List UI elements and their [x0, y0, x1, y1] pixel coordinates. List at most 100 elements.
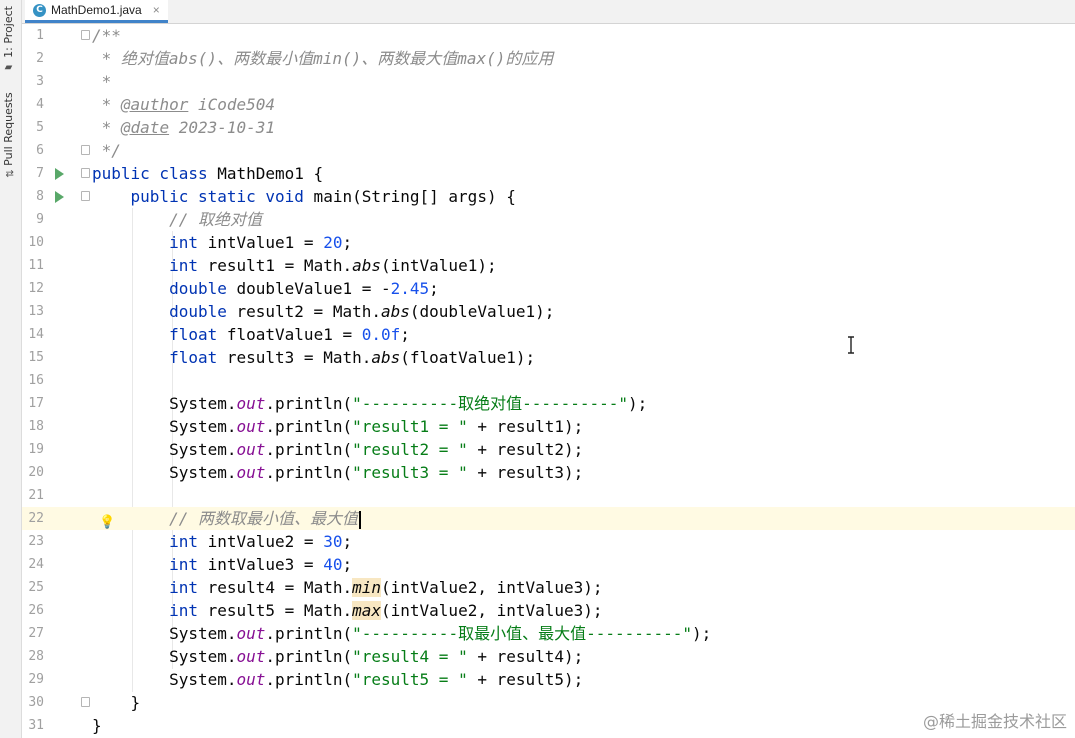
line-number[interactable]: 8	[36, 189, 44, 204]
line-number[interactable]: 28	[28, 649, 44, 664]
line-number[interactable]: 11	[28, 258, 44, 273]
code-token: @date	[120, 118, 170, 137]
code-text: System.out.println("result4 = " + result…	[92, 645, 583, 668]
code-line[interactable]: 29 System.out.println("result5 = " + res…	[22, 668, 1075, 691]
line-number[interactable]: 5	[36, 120, 44, 135]
code-line[interactable]: 6 */	[22, 139, 1075, 162]
tool-window-strip: ▰ 1: Project ⇅ Pull Requests	[0, 0, 22, 738]
code-line[interactable]: 5 * @date 2023-10-31	[22, 116, 1075, 139]
code-line[interactable]: 8 public static void main(String[] args)…	[22, 185, 1075, 208]
line-number[interactable]: 18	[28, 419, 44, 434]
fold-marker-icon[interactable]	[81, 191, 90, 201]
code-line[interactable]: 15 float result3 = Math.abs(floatValue1)…	[22, 346, 1075, 369]
code-token: "result4 = "	[352, 647, 468, 666]
code-line[interactable]: 24 int intValue3 = 40;	[22, 553, 1075, 576]
code-line[interactable]: 3 *	[22, 70, 1075, 93]
code-line[interactable]: 21	[22, 484, 1075, 507]
code-text: }	[92, 714, 102, 737]
tab-mathdemo1[interactable]: C MathDemo1.java ×	[25, 0, 168, 23]
intention-bulb-icon[interactable]: 💡	[99, 514, 116, 529]
run-gutter-icon[interactable]	[55, 191, 64, 203]
code-token: out	[236, 463, 266, 482]
code-line[interactable]: 17 System.out.println("----------取绝对值---…	[22, 392, 1075, 415]
code-line[interactable]: 16	[22, 369, 1075, 392]
code-token: + result2);	[467, 440, 584, 459]
line-number[interactable]: 30	[28, 695, 44, 710]
code-token: );	[628, 394, 648, 413]
code-line[interactable]: 10 int intValue1 = 20;	[22, 231, 1075, 254]
code-line[interactable]: 22💡 // 两数取最小值、最大值	[22, 507, 1075, 530]
code-line[interactable]: 26 int result5 = Math.max(intValue2, int…	[22, 599, 1075, 622]
code-line[interactable]: 25 int result4 = Math.min(intValue2, int…	[22, 576, 1075, 599]
line-number[interactable]: 13	[28, 304, 44, 319]
line-number[interactable]: 20	[28, 465, 44, 480]
code-token: "result1 = "	[352, 417, 468, 436]
code-line[interactable]: 2 * 绝对值abs()、两数最小值min()、两数最大值max()的应用	[22, 47, 1075, 70]
fold-marker-icon[interactable]	[81, 145, 90, 155]
run-gutter-icon[interactable]	[55, 168, 64, 180]
line-number[interactable]: 21	[28, 488, 44, 503]
code-line[interactable]: 23 int intValue2 = 30;	[22, 530, 1075, 553]
code-token: .println(	[265, 624, 353, 643]
line-number[interactable]: 24	[28, 557, 44, 572]
line-number[interactable]: 14	[28, 327, 44, 342]
line-number[interactable]: 1	[36, 28, 44, 43]
code-text: double result2 = Math.abs(doubleValue1);	[92, 300, 554, 323]
code-token: "result2 = "	[352, 440, 468, 459]
line-number[interactable]: 31	[28, 718, 44, 733]
code-token: @author	[120, 95, 189, 114]
line-number[interactable]: 2	[36, 51, 44, 66]
line-number[interactable]: 4	[36, 97, 44, 112]
code-token: }	[92, 716, 102, 735]
code-text: int result1 = Math.abs(intValue1);	[92, 254, 497, 277]
code-line[interactable]: 31}	[22, 714, 1075, 737]
editor-tab-bar: C MathDemo1.java ×	[22, 0, 1075, 24]
code-line[interactable]: 4 * @author iCode504	[22, 93, 1075, 116]
code-token	[92, 210, 169, 229]
code-line[interactable]: 19 System.out.println("result2 = " + res…	[22, 438, 1075, 461]
fold-marker-icon[interactable]	[81, 30, 90, 40]
line-number[interactable]: 25	[28, 580, 44, 595]
line-number[interactable]: 6	[36, 143, 44, 158]
line-number[interactable]: 7	[36, 166, 44, 181]
code-token: System.	[92, 394, 237, 413]
code-line[interactable]: 13 double result2 = Math.abs(doubleValue…	[22, 300, 1075, 323]
code-line[interactable]: 18 System.out.println("result1 = " + res…	[22, 415, 1075, 438]
line-number[interactable]: 10	[28, 235, 44, 250]
line-number[interactable]: 29	[28, 672, 44, 687]
line-number[interactable]: 16	[28, 373, 44, 388]
fold-marker-icon[interactable]	[81, 697, 90, 707]
code-token: System.	[92, 463, 237, 482]
code-line[interactable]: 9 // 取绝对值	[22, 208, 1075, 231]
line-number[interactable]: 17	[28, 396, 44, 411]
code-text: }	[92, 691, 141, 714]
line-number[interactable]: 26	[28, 603, 44, 618]
code-text: System.out.println("result3 = " + result…	[92, 461, 583, 484]
project-tool-tab[interactable]: ▰ 1: Project	[2, 6, 15, 73]
line-number[interactable]: 3	[36, 74, 44, 89]
code-token: "----------取绝对值----------"	[352, 394, 629, 413]
code-line[interactable]: 12 double doubleValue1 = -2.45;	[22, 277, 1075, 300]
line-number[interactable]: 27	[28, 626, 44, 641]
code-line[interactable]: 30 }	[22, 691, 1075, 714]
code-line[interactable]: 20 System.out.println("result3 = " + res…	[22, 461, 1075, 484]
line-number[interactable]: 19	[28, 442, 44, 457]
code-text: int result4 = Math.min(intValue2, intVal…	[92, 576, 603, 599]
code-line[interactable]: 1/**	[22, 24, 1075, 47]
code-token: ;	[400, 325, 410, 344]
close-tab-icon[interactable]: ×	[152, 3, 160, 17]
code-line[interactable]: 14 float floatValue1 = 0.0f;	[22, 323, 1075, 346]
line-number[interactable]: 23	[28, 534, 44, 549]
code-editor[interactable]: 1/**2 * 绝对值abs()、两数最小值min()、两数最大值max()的应…	[22, 24, 1075, 738]
line-number[interactable]: 9	[36, 212, 44, 227]
fold-marker-icon[interactable]	[81, 168, 90, 178]
line-number[interactable]: 15	[28, 350, 44, 365]
code-line[interactable]: 28 System.out.println("result4 = " + res…	[22, 645, 1075, 668]
line-number[interactable]: 22	[28, 511, 44, 526]
line-number[interactable]: 12	[28, 281, 44, 296]
code-line[interactable]: 11 int result1 = Math.abs(intValue1);	[22, 254, 1075, 277]
code-token: double	[169, 279, 227, 298]
code-line[interactable]: 27 System.out.println("----------取最小值、最大…	[22, 622, 1075, 645]
pull-requests-tool-tab[interactable]: ⇅ Pull Requests	[2, 92, 15, 178]
